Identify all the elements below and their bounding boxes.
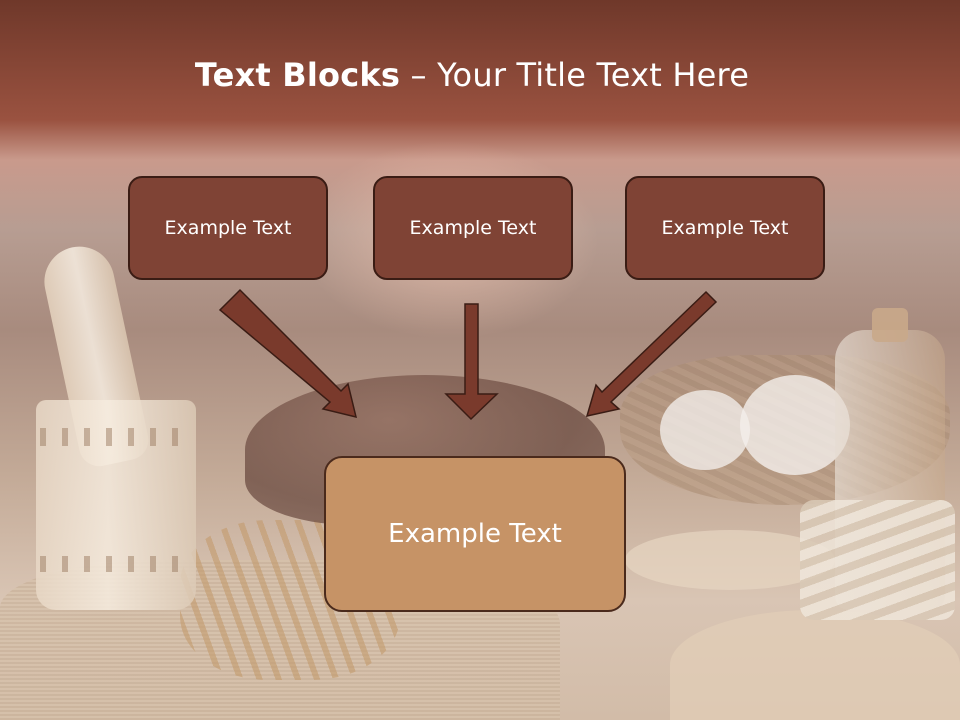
background-egg [660, 390, 750, 470]
arrow-left [218, 288, 358, 419]
background-wicker [800, 500, 955, 620]
background-egg [740, 375, 850, 475]
text-block-label: Example Text [409, 217, 537, 239]
text-block-3[interactable]: Example Text [625, 176, 825, 280]
arrow-right [585, 290, 718, 418]
text-block-label: Example Text [164, 217, 292, 239]
text-block-2[interactable]: Example Text [373, 176, 573, 280]
main-text-block-label: Example Text [388, 519, 562, 549]
title-dash: – [400, 56, 438, 94]
background-mortar-pattern [40, 428, 192, 446]
background-cork [872, 308, 908, 342]
background-mortar-pattern [40, 556, 192, 572]
text-block-1[interactable]: Example Text [128, 176, 328, 280]
title-text: Your Title Text Here [437, 56, 750, 94]
main-text-block[interactable]: Example Text [324, 456, 626, 612]
text-block-label: Example Text [661, 217, 789, 239]
background-board [670, 610, 960, 720]
title-bold-text: Text Blocks [194, 56, 401, 94]
slide-title[interactable]: Text Blocks – Your Title Text Here [0, 56, 944, 94]
arrow-center [444, 303, 499, 421]
